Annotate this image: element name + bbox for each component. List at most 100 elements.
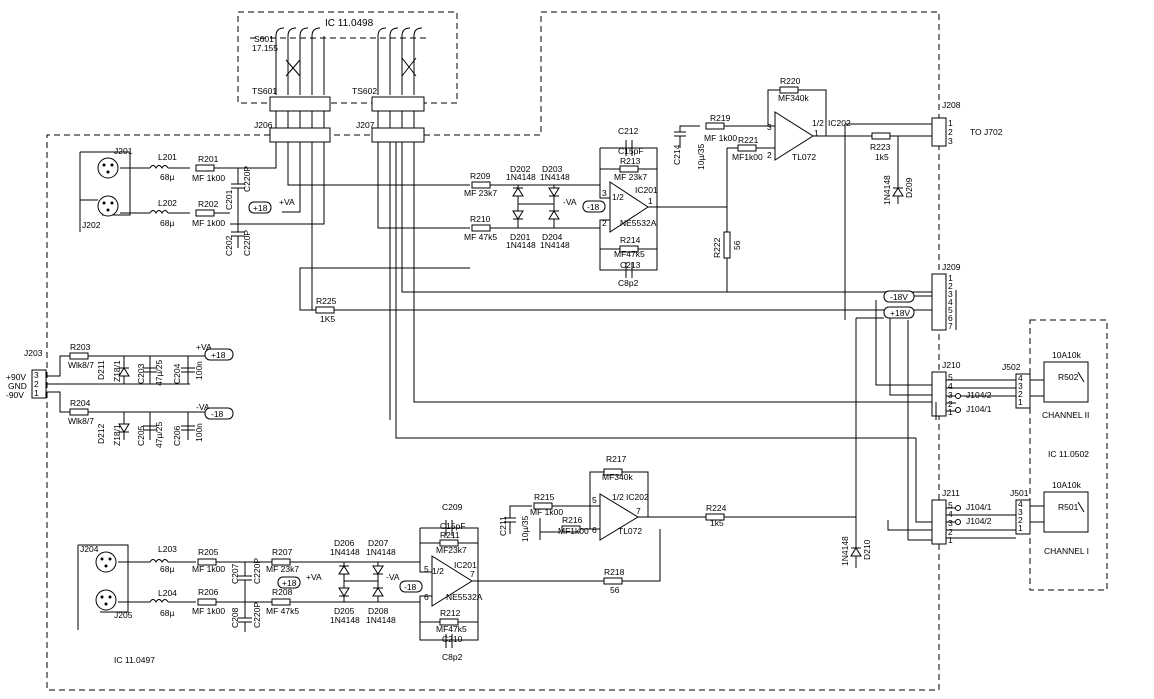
inductor-l202 — [149, 210, 190, 214]
j501-pin3: 3 — [1018, 507, 1023, 517]
rail-pva-psu: +VA — [196, 342, 212, 352]
board-label-main: IC 11.0497 — [114, 655, 155, 665]
ic201b-name: IC201 — [454, 560, 477, 570]
capacitor-c213 — [625, 262, 633, 278]
d206-name: D206 — [334, 538, 355, 548]
switch-s601-right — [377, 27, 423, 95]
ic202b-type: TL072 — [618, 526, 642, 536]
j501-pin2: 2 — [1018, 515, 1023, 525]
ic202a-type: TL072 — [792, 152, 816, 162]
r207-name: R207 — [272, 547, 293, 557]
supply-filter-parts — [118, 356, 195, 440]
r221-name: R221 — [738, 135, 759, 145]
ic201a-type: NE5532A — [620, 218, 657, 228]
c205-val: 47µ/25 — [154, 422, 164, 448]
input-wires-top — [120, 167, 150, 214]
r212-name: R212 — [440, 608, 461, 618]
j211-pin1: 1 — [948, 535, 953, 545]
pot-r501-name: R501 — [1058, 502, 1079, 512]
c208-name: C208 — [230, 607, 240, 628]
ic201b-pin6: 6 — [424, 592, 429, 602]
l203-name: L203 — [158, 544, 177, 554]
r202-val: MF 1k00 — [192, 218, 225, 228]
l203-val: 68µ — [160, 564, 174, 574]
rail-tag-p18v — [883, 306, 915, 319]
l204-val: 68µ — [160, 608, 174, 618]
ic201a-pin3: 3 — [602, 188, 607, 198]
l201-name: L201 — [158, 152, 177, 162]
rail-tag-m18-top — [582, 200, 606, 213]
r220-name: R220 — [780, 76, 801, 86]
j502-pin1: 1 — [1018, 397, 1023, 407]
r206-val: MF 1k00 — [192, 606, 225, 616]
ic202b-pin7: 7 — [636, 506, 641, 516]
diodes-bottom — [338, 562, 384, 602]
d207-val: 1N4148 — [366, 547, 396, 557]
d209-name: D209 — [904, 177, 914, 198]
r210-val: MF 47k5 — [464, 232, 497, 242]
r218-val: 56 — [610, 585, 620, 595]
l204-name: L204 — [158, 588, 177, 598]
rail-p18-bottom: +18 — [282, 578, 297, 588]
r204-name: R204 — [70, 398, 91, 408]
d204-val: 1N4148 — [540, 240, 570, 250]
j208-label: J208 — [942, 100, 961, 110]
opamp-ic202a — [774, 111, 814, 161]
r224-val: 1k5 — [710, 518, 724, 528]
c206-name: C206 — [172, 425, 182, 446]
r216-val: MF1k00 — [558, 526, 589, 536]
j104-2-top: J104/2 — [966, 390, 992, 400]
to-j702: TO J702 — [970, 127, 1003, 137]
r201-val: MF 1k00 — [192, 173, 225, 183]
j501-pin1: 1 — [1018, 523, 1023, 533]
d203-name: D203 — [542, 164, 563, 174]
rail-tag-p18-psu — [204, 348, 234, 361]
capacitor-c201 — [231, 168, 245, 213]
resistor-r206 — [197, 598, 217, 606]
j209-label: J209 — [942, 262, 961, 272]
rail-p18-psu: +18 — [211, 350, 226, 360]
capacitor-c209 — [445, 520, 453, 536]
r219-val: MF 1k00 — [704, 133, 737, 143]
r215-name: R215 — [534, 492, 555, 502]
r222-val: 56 — [732, 240, 742, 250]
ic202a-half: 1/2 — [812, 118, 824, 128]
j210-pin3: 3 — [948, 390, 953, 400]
opamp-ic202b — [599, 493, 639, 541]
r214-name: R214 — [620, 235, 641, 245]
d211-name: D211 — [96, 360, 106, 380]
c209-val: C15pF — [440, 521, 466, 531]
j210-pin4: 4 — [948, 381, 953, 391]
capacitor-c211 — [504, 505, 560, 540]
j203-label: J203 — [24, 348, 43, 358]
power-m90: -90V — [6, 390, 24, 400]
rail-mva-bottom: -VA — [386, 572, 400, 582]
d205-name: D205 — [334, 606, 355, 616]
r212-val: MF47k5 — [436, 624, 467, 634]
rail-tag-p18-bottom — [277, 576, 301, 589]
ts601-header — [269, 96, 331, 112]
channel-1: CHANNEL I — [1044, 546, 1089, 556]
j211-pin5: 5 — [948, 500, 953, 510]
resistor-r202 — [195, 209, 215, 217]
ts602-label: TS602 — [352, 86, 377, 96]
j210-label: J210 — [942, 360, 961, 370]
j207-label: J207 — [356, 120, 375, 130]
j210-pin1: 1 — [948, 407, 953, 417]
channel-2: CHANNEL II — [1042, 410, 1089, 420]
r209-name: R209 — [470, 171, 491, 181]
j209-header — [931, 273, 947, 331]
board-label-top: IC 11.0498 — [325, 18, 374, 29]
d207-name: D207 — [368, 538, 389, 548]
r205-name: R205 — [198, 547, 219, 557]
rail-pva-bottom: +VA — [306, 572, 322, 582]
c203-val: 47µ/25 — [154, 360, 164, 386]
r203-name: R203 — [70, 342, 91, 352]
c208-val: C220P — [252, 602, 262, 628]
resistor-r219 — [705, 122, 725, 130]
r214-val: MF47k5 — [614, 249, 645, 259]
j209-pin7: 7 — [948, 321, 953, 331]
rail-m18-bottom: -18 — [404, 582, 417, 592]
ic202a-pin1: 1 — [814, 128, 819, 138]
